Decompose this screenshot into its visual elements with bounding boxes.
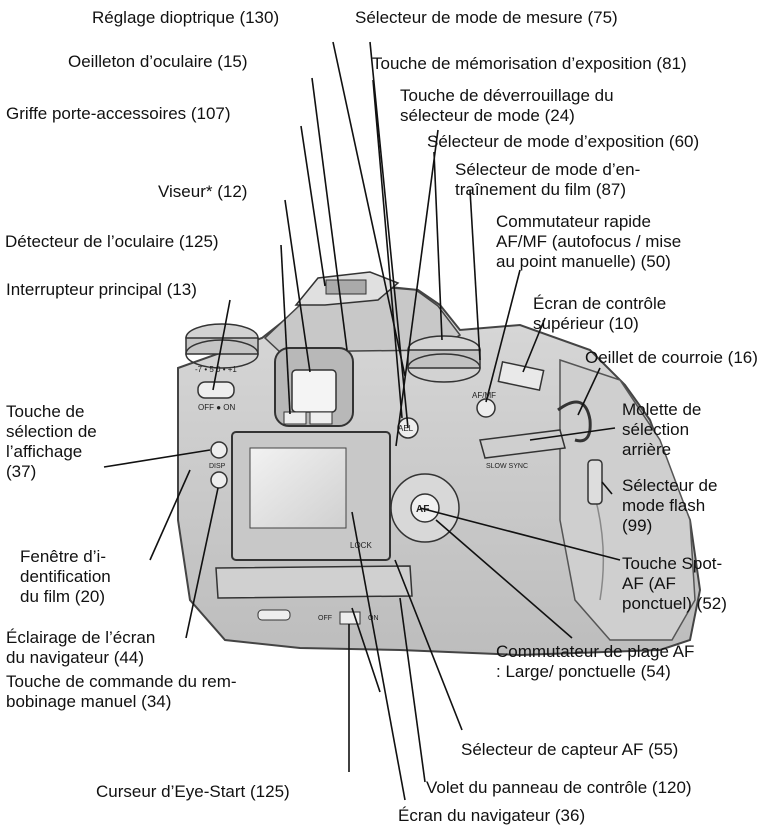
main-switch-icon [197,381,235,399]
leader-lines [103,41,621,801]
rear-dial-icon [479,429,566,459]
disp-button-icon [210,441,228,459]
label-volet: Volet du panneau de contrôle (120) [426,778,692,797]
label-ecran-navigateur: Écran du navigateur (36) [398,806,586,825]
label-eclairage: Éclairage de l’écran du navigateur (44) [6,628,156,667]
viewfinder-window-icon [291,369,337,413]
label-griffe: Griffe porte-accessoires (107) [6,104,231,123]
label-detecteur-oculaire: Détecteur de l’oculaire (125) [5,232,219,251]
label-rembobinage: Touche de commande du rem- bobinage manu… [6,672,237,711]
label-selecteur-flash: Sélecteur de mode flash (99) [622,476,718,535]
top-lcd-icon [497,360,545,392]
label-touche-affichage: Touche de sélection de l’affichage (37) [6,402,97,481]
label-commutateur-plage: Commutateur de plage AF : Large/ ponctue… [496,642,695,681]
label-memorisation-expo: Touche de mémorisation d’exposition (81) [372,54,687,73]
label-oeilleton: Oeilleton d’oculaire (15) [68,52,248,71]
label-oeillet-courroie: Oeillet de courroie (16) [585,348,758,367]
off-on-marking: OFF ● ON [198,403,235,412]
label-viseur: Viseur* (12) [158,182,248,201]
label-deverrouillage: Touche de déverrouillage du sélecteur de… [400,86,614,125]
illumination-button-icon [210,471,228,489]
label-fenetre-film: Fenêtre d’i- dentification du film (20) [20,547,111,606]
spot-af-button-icon [410,493,440,523]
strap-lug-icon [557,400,592,443]
svg-text:AEL: AEL [398,424,414,433]
svg-text:DISP: DISP [209,463,226,470]
label-entrainement: Sélecteur de mode d’en- traînement du fi… [455,160,641,199]
svg-text:LOCK: LOCK [350,541,372,550]
label-spot-af: Touche Spot- AF (AF ponctuel) (52) [622,554,727,613]
svg-text:SLOW SYNC: SLOW SYNC [486,463,528,470]
svg-text:OFF: OFF [318,615,332,622]
flash-selector-icon [587,459,603,505]
label-capteur-af: Sélecteur de capteur AF (55) [461,740,679,759]
label-selecteur-mesure: Sélecteur de mode de mesure (75) [355,8,618,27]
label-reglage-dioptrique: Réglage dioptrique (130) [92,8,280,27]
label-commutateur-afmf: Commutateur rapide AF/MF (autofocus / mi… [496,212,682,271]
label-interrupteur: Interrupteur principal (13) [6,280,197,299]
label-ecran-superieur: Écran de contrôle supérieur (10) [533,294,667,333]
label-eye-start: Curseur d’Eye-Start (125) [96,782,290,801]
label-mode-exposition: Sélecteur de mode d’exposition (60) [427,132,700,151]
svg-text:ON: ON [368,615,379,622]
label-molette: Molette de sélection arrière [622,400,702,459]
svg-text:AF/MF: AF/MF [472,391,496,400]
grip [559,358,696,641]
control-panel-door-icon [215,565,413,599]
